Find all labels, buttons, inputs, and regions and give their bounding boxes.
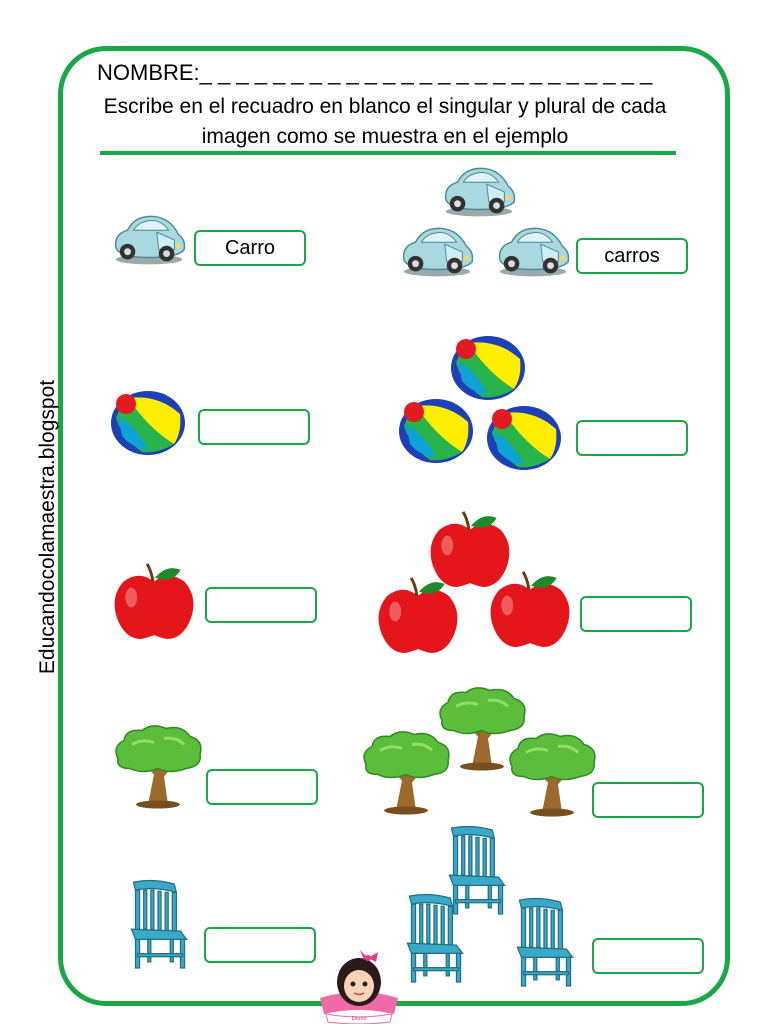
name-field-label: NOMBRE:_ _ _ _ _ _ _ _ _ _ _ _ _ _ _ _ _…	[97, 60, 653, 85]
plural-answer-box[interactable]	[576, 420, 688, 456]
chair-icon	[398, 892, 472, 984]
tree-icon	[108, 724, 208, 810]
tree-icon	[502, 732, 602, 818]
car-icon	[110, 208, 188, 268]
singular-answer-box[interactable]	[204, 927, 316, 963]
singular-answer-box[interactable]: Carro	[194, 230, 306, 266]
tree-icon	[356, 730, 456, 816]
singular-answer-box[interactable]	[205, 587, 317, 623]
car-icon	[398, 220, 476, 280]
ball-icon	[108, 388, 188, 458]
apple-icon	[108, 560, 200, 644]
teacher-logo-icon: Diana	[320, 950, 398, 1024]
singular-answer-box[interactable]	[198, 409, 310, 445]
header-divider	[100, 151, 676, 155]
apple-icon	[372, 574, 464, 658]
apple-icon	[484, 568, 576, 652]
plural-answer-box[interactable]	[580, 596, 692, 632]
ball-icon	[448, 333, 528, 403]
instructions-text: Escribe en el recuadro en blanco el sing…	[103, 95, 667, 148]
ball-icon	[396, 396, 476, 466]
ball-icon	[484, 403, 564, 473]
svg-text:Diana: Diana	[351, 1016, 367, 1022]
car-icon	[494, 220, 572, 280]
blog-watermark-text: Educandocolamaestra.blogspot	[36, 379, 59, 675]
chair-icon	[122, 878, 196, 970]
chair-icon	[508, 896, 582, 988]
worksheet-border	[58, 46, 730, 1006]
plural-answer-box[interactable]: carros	[576, 238, 688, 274]
singular-answer-box[interactable]	[206, 769, 318, 805]
plural-answer-box[interactable]	[592, 938, 704, 974]
plural-answer-box[interactable]	[592, 782, 704, 818]
car-icon	[440, 160, 518, 220]
